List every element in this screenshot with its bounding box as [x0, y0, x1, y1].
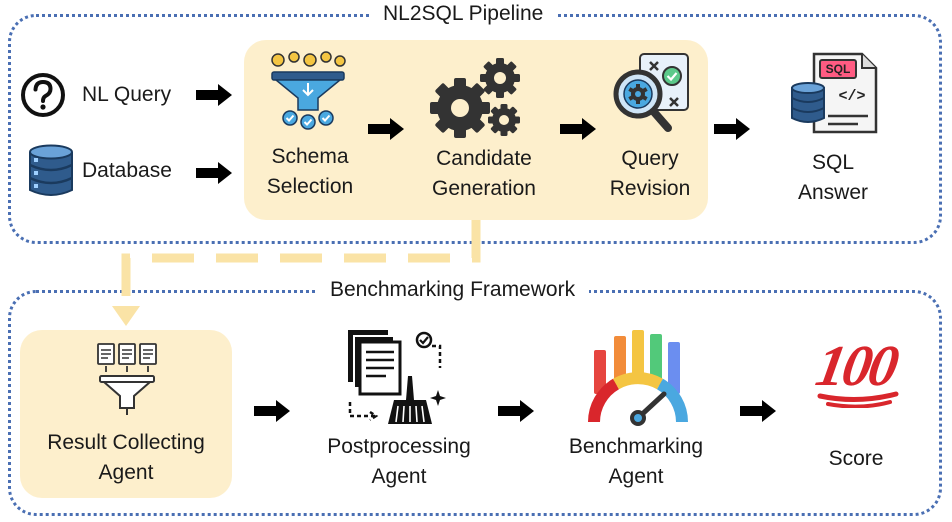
cleanup-icon — [348, 330, 446, 424]
gears-icon — [430, 58, 520, 138]
framework-title: Benchmarking Framework — [316, 277, 590, 303]
arrow-right-icon — [498, 400, 534, 422]
nl-query-label: NL Query — [82, 83, 172, 106]
score-label: Score — [828, 447, 884, 470]
gauge-icon — [588, 330, 688, 426]
arrow-right-icon — [368, 118, 404, 140]
documents-funnel-icon — [97, 343, 157, 415]
funnel-icon — [271, 51, 346, 130]
sql-document-icon: SQL </> — [790, 50, 878, 136]
pipeline-title: NL2SQL Pipeline — [369, 1, 558, 27]
database-icon — [29, 144, 73, 196]
hundred-points-icon: 100 — [808, 333, 904, 408]
sql-badge: SQL — [825, 62, 851, 76]
arrow-right-icon — [196, 162, 232, 184]
arrow-right-icon — [196, 84, 232, 106]
arrow-right-icon — [740, 400, 776, 422]
arrow-right-icon — [714, 118, 750, 140]
arrow-right-icon — [254, 400, 290, 422]
code-glyph: </> — [838, 88, 866, 105]
arrow-right-icon — [560, 118, 596, 140]
question-icon — [21, 73, 65, 117]
database-label: Database — [82, 159, 172, 182]
magnifier-icon — [613, 53, 689, 132]
